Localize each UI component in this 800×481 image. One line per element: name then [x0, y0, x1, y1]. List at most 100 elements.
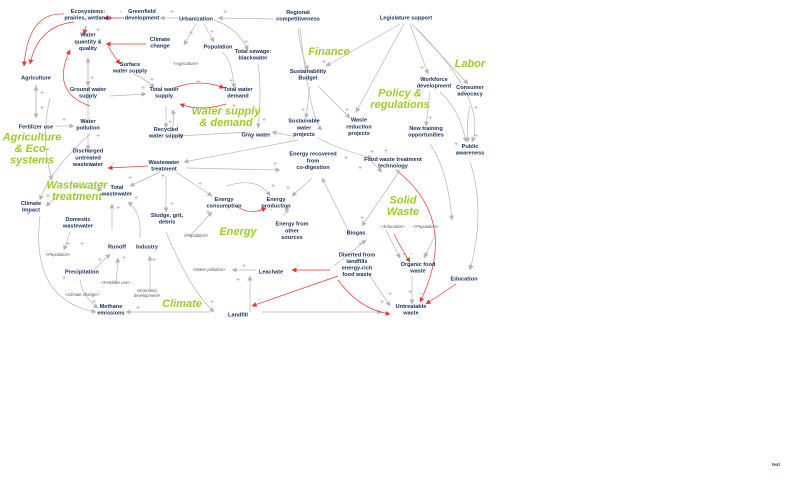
node-energy-consumption-line: Energy	[215, 197, 235, 203]
node-diverted-line: landfills	[346, 259, 367, 265]
polarity-mark: +	[223, 9, 227, 16]
node-legislature-line: Legislature support	[380, 15, 432, 21]
polarity-mark: +	[273, 161, 277, 168]
node-waste-reduction-line: Waste	[351, 118, 367, 124]
node-fertilizer-line: Fertilizer use	[19, 124, 54, 130]
polarity-mark: +	[141, 85, 145, 92]
sector-label-solid-line: Solid	[390, 194, 417, 206]
node-untreatable-line: waste	[402, 311, 419, 317]
node-regional-line: competitiveness	[276, 17, 320, 23]
node-total-supply-line: supply	[155, 94, 174, 100]
shadow-g-population-solid: <Population>	[414, 224, 439, 229]
node-organic-line: waste	[409, 269, 426, 275]
node-diverted-line: energy-rich	[342, 266, 373, 272]
sector-label-wwt-line: treatment	[52, 191, 103, 203]
node-biogas-line: Biogas	[347, 230, 366, 236]
polarity-mark: +	[198, 181, 202, 188]
node-sludge-line: Sludge, grit,	[151, 213, 184, 219]
shadow-g-population-ww: <Population>	[46, 252, 71, 257]
node-diverted-line: food waste	[342, 272, 371, 278]
polarity-mark: -	[110, 41, 113, 48]
node-precipitation-line: Precipitation	[65, 269, 99, 275]
polarity-mark: +	[196, 79, 200, 86]
shadow-g-water-pollution: <Water pollution>	[193, 267, 226, 272]
node-domestic-ww-line: Domestic	[65, 217, 90, 223]
node-ecosystems: Ecosystems:prairies, wetlands	[64, 9, 111, 22]
polarity-mark: +	[384, 148, 388, 155]
node-energy-recovered-line: Energy recovered	[289, 152, 337, 158]
node-water-pollution-line: Water	[80, 119, 96, 125]
polarity-mark: +	[136, 305, 140, 312]
polarity-mark: +	[206, 209, 210, 216]
polarity-mark: +	[271, 183, 275, 190]
polarity-mark: +	[134, 195, 138, 202]
node-workforce-line: Workforce	[420, 77, 448, 83]
sector-label-policy: Policy &regulations	[370, 87, 429, 111]
sector-label-agri-line: systems	[10, 155, 54, 167]
node-wqq-line: Water	[80, 33, 96, 39]
node-fw-tech-line: Food waste treatment	[364, 157, 422, 163]
sector-label-water: Water supply& demand	[192, 105, 262, 128]
polarity-mark: +	[242, 263, 246, 270]
shadow-g-climate-change: <Climate change>	[65, 292, 100, 297]
node-discharged-line: Discharged	[73, 149, 104, 155]
node-leachate-line: Leachate	[259, 269, 283, 275]
polarity-mark: +	[301, 107, 305, 114]
node-organic-line: Organic food	[401, 262, 436, 268]
node-domestic-ww-line: wastewater	[62, 224, 94, 230]
polarity-mark: +	[358, 165, 362, 172]
node-greenfield-line: development	[125, 16, 160, 22]
sector-label-finance-line: Finance	[308, 46, 350, 58]
polarity-mark: +	[66, 241, 70, 248]
node-runoff: Runoff	[108, 244, 126, 250]
polarity-mark: +	[170, 9, 174, 16]
node-methane-line: emissions	[97, 311, 124, 317]
node-landfill-line: Landfill	[228, 312, 248, 318]
node-industry: Industry	[136, 244, 159, 250]
node-energy-production-line: production	[261, 204, 291, 210]
node-methane-line: Methane	[100, 304, 123, 310]
node-total-demand-line: demand	[227, 94, 249, 100]
polarity-mark: +	[232, 103, 236, 110]
node-legislature: Legislature support	[380, 15, 432, 21]
node-urbanization: Urbanization	[179, 16, 213, 22]
polarity-mark: +	[152, 257, 156, 264]
polarity-mark: +	[168, 119, 172, 126]
polarity-mark: +	[189, 30, 193, 37]
polarity-mark: +	[454, 141, 458, 148]
polarity-mark: +	[96, 27, 100, 34]
node-ecosystems-line: Ecosystems:	[71, 9, 106, 15]
node-climate-impact-line: Impact	[22, 208, 40, 214]
polarity-mark: +	[408, 289, 412, 296]
polarity-mark: +	[26, 211, 30, 218]
polarity-mark: +	[250, 135, 254, 142]
node-runoff-line: Runoff	[108, 244, 126, 250]
sector-label-energy: Energy	[219, 226, 257, 238]
node-sewage-line: blackwater	[239, 56, 269, 62]
node-total-ww-line: wastewater	[101, 192, 133, 198]
polarity-mark: -	[67, 14, 70, 21]
polarity-mark: +	[344, 155, 348, 162]
polarity-mark: -	[120, 9, 123, 16]
node-sludge-line: debris	[159, 220, 176, 226]
